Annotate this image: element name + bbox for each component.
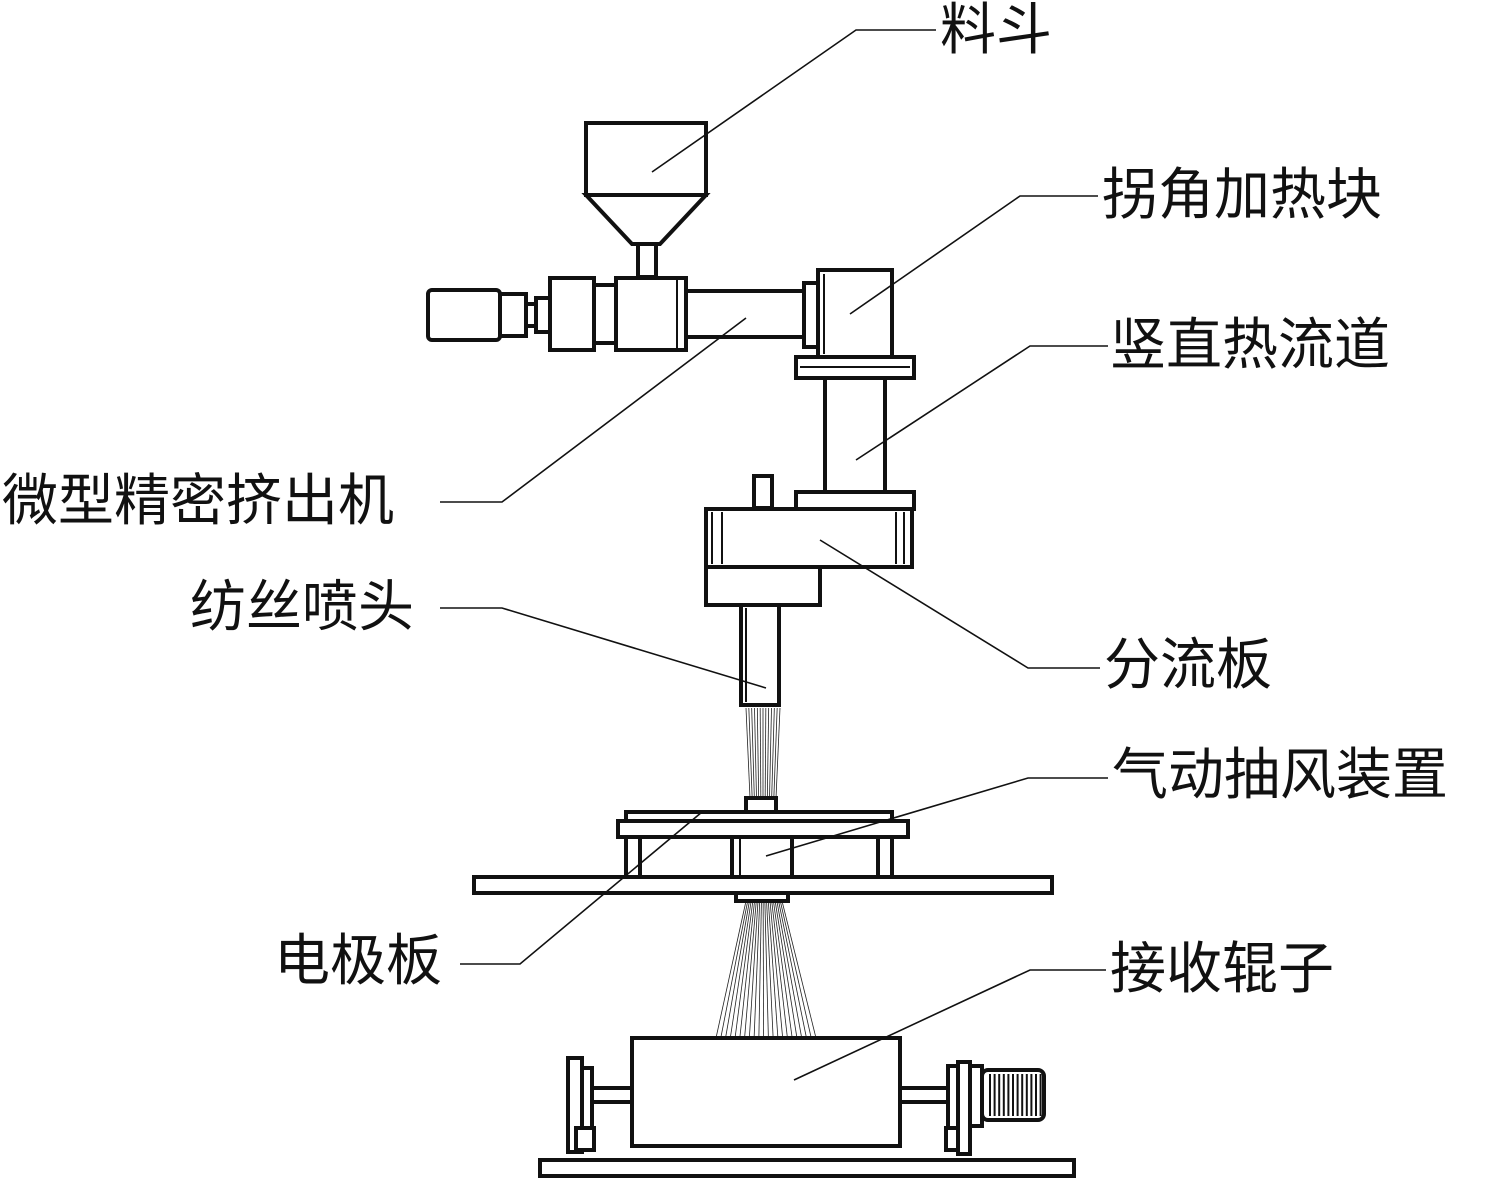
hopper xyxy=(581,121,711,279)
fiber-jet xyxy=(771,900,788,1039)
label-electrode-plate: 电极板 xyxy=(274,929,442,994)
fiber-jet xyxy=(758,900,762,1039)
fiber-jet xyxy=(744,900,757,1039)
leader-lines xyxy=(440,29,1108,1081)
leader-micro-precision-extruder xyxy=(440,317,747,503)
label-spinneret: 纺丝喷头 xyxy=(190,575,414,640)
label-splitter-plate: 分流板 xyxy=(1104,633,1272,698)
fiber-jet xyxy=(748,707,753,799)
fiber-jet xyxy=(720,900,749,1039)
fiber-jet xyxy=(776,900,803,1039)
splitter-plate xyxy=(704,474,914,607)
fiber-jet xyxy=(767,900,779,1039)
spinneret xyxy=(739,603,781,707)
fiber-jet xyxy=(725,900,750,1039)
fiber-jet xyxy=(751,707,755,799)
fiber-jet xyxy=(779,900,812,1039)
fiber-jet xyxy=(745,707,751,799)
fiber-jet xyxy=(774,900,798,1039)
leader-electrode-plate xyxy=(460,811,703,965)
vertical-hot-runner xyxy=(794,355,916,511)
leader-collector-roller xyxy=(793,969,1106,1081)
label-micro-precision-extruder: 微型精密挤出机 xyxy=(2,469,394,534)
fiber-jets-upper xyxy=(745,707,781,799)
pneumatic-suction-device xyxy=(616,796,910,879)
fiber-jet xyxy=(753,900,761,1039)
fiber-jet xyxy=(729,900,752,1039)
label-corner-heating-block: 拐角加热块 xyxy=(1102,163,1382,228)
fiber-jet xyxy=(773,900,793,1039)
label-hopper: 料斗 xyxy=(940,0,1052,63)
label-vertical-hot-runner: 竖直热流道 xyxy=(1110,313,1390,378)
fiber-jet xyxy=(771,707,775,799)
collector-roller xyxy=(538,1036,1076,1178)
fiber-jet xyxy=(739,900,755,1039)
corner-heating-block xyxy=(802,268,894,360)
micro-precision-extruder xyxy=(426,276,806,352)
fiber-jet xyxy=(778,900,807,1039)
fiber-jet xyxy=(766,900,774,1039)
fiber-jet xyxy=(775,707,781,799)
fiber-jet xyxy=(756,707,760,799)
leader-pneumatic-suction-device xyxy=(765,777,1108,857)
fiber-jet xyxy=(715,900,747,1039)
fiber-jet xyxy=(764,707,767,799)
fiber-jet xyxy=(766,707,770,799)
fiber-jets-lower xyxy=(715,900,817,1039)
fiber-jet xyxy=(769,707,772,799)
fiber-jet xyxy=(759,707,762,799)
leader-hopper xyxy=(651,29,936,173)
fiber-jet xyxy=(764,900,769,1039)
fiber-jet xyxy=(773,707,778,799)
leader-spinneret xyxy=(440,607,767,689)
fiber-jet xyxy=(781,900,817,1039)
label-collector-roller: 接收辊子 xyxy=(1110,937,1334,1002)
leader-vertical-hot-runner xyxy=(855,345,1108,461)
fiber-jet xyxy=(754,707,757,799)
fiber-jet xyxy=(769,900,784,1039)
leader-splitter-plate xyxy=(819,539,1100,669)
leader-corner-heating-block xyxy=(849,195,1098,315)
electrode-plate xyxy=(472,875,1054,903)
label-pneumatic-suction-device: 气动抽风装置 xyxy=(1112,743,1448,808)
fiber-jet xyxy=(734,900,754,1039)
fiber-jet xyxy=(748,900,759,1039)
